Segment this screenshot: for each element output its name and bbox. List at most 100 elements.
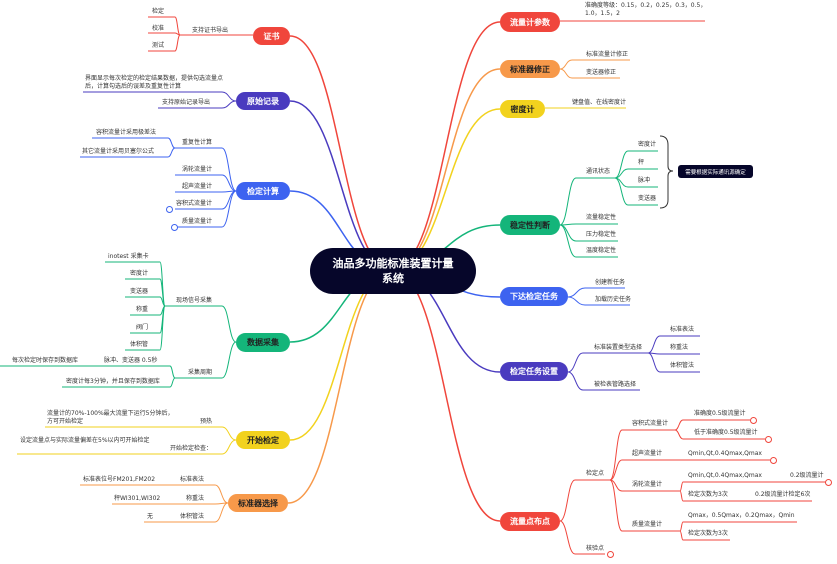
- bracket: [659, 135, 674, 209]
- start-check[interactable]: 开始检定检查：: [170, 445, 213, 452]
- task-device-item[interactable]: 标准表法: [670, 326, 695, 333]
- std-detail[interactable]: 无: [147, 513, 154, 520]
- flow-turbine-times[interactable]: 检定次数为3次: [688, 491, 728, 498]
- raw-records-export[interactable]: 支持原始记录导出: [162, 99, 211, 106]
- start-preheat[interactable]: 预热: [200, 418, 213, 425]
- stability-comm[interactable]: 通讯状态: [586, 168, 611, 175]
- dispatch-item[interactable]: 加载历史任务: [595, 296, 632, 303]
- note-marker-icon[interactable]: [770, 457, 777, 464]
- task-pipe[interactable]: 被检表管路选择: [594, 381, 637, 388]
- acq-period-fast[interactable]: 脉冲、变送器 0.5秒: [104, 357, 158, 364]
- task-device-item[interactable]: 称重法: [670, 344, 689, 351]
- std-method[interactable]: 标准表法: [180, 476, 205, 483]
- raw-records-desc[interactable]: 界面显示每次检定的检定结果数据，提供勾选流量点后，计算勾选后的误差及重复性计算: [85, 75, 224, 90]
- note-marker-icon[interactable]: [825, 479, 832, 486]
- flow-turbine[interactable]: 涡轮流量计: [632, 481, 663, 488]
- node-data-acquisition[interactable]: 数据采集: [236, 333, 290, 352]
- stability-comm-item[interactable]: 变送器: [638, 195, 657, 202]
- flow-vol-b[interactable]: 低于准确度0.5级流量计: [694, 429, 758, 436]
- flow-vol-a[interactable]: 准确度0.5级流量计: [694, 410, 746, 417]
- start-preheat-desc[interactable]: 流量计的70%-100%最大流量下运行5分钟后，方可开始检定: [47, 410, 174, 425]
- branch-connector: [169, 377, 176, 388]
- certificate-export[interactable]: 支持证书导出: [192, 27, 229, 34]
- node-raw-records[interactable]: 原始记录: [236, 92, 290, 110]
- node-stability[interactable]: 稳定性判断: [500, 215, 560, 235]
- flow-turbine-02[interactable]: 0.2级流量计: [790, 472, 824, 479]
- flow-volumetric[interactable]: 容积式流量计: [632, 420, 669, 427]
- node-std-select[interactable]: 标准器选择: [228, 494, 288, 512]
- flow-turbine-points[interactable]: Qmin,Qt,0.4Qmax,Qmax: [688, 472, 762, 479]
- note-marker-icon[interactable]: [171, 224, 178, 231]
- note-marker-icon[interactable]: [765, 436, 772, 443]
- acq-period-note[interactable]: 每次检定时保存到数据库: [12, 357, 79, 364]
- node-start[interactable]: 开始检定: [236, 431, 290, 449]
- node-flow-points[interactable]: 流量点布点: [500, 512, 560, 531]
- acq-period-slow[interactable]: 密度计每3分钟，并且保存到数据库: [66, 378, 160, 385]
- certificate-item[interactable]: 校准: [152, 25, 165, 32]
- acq-period[interactable]: 采集周期: [188, 369, 213, 376]
- flow-ultra-points[interactable]: Qmin,Qt,0.4Qmax,Qmax: [688, 450, 762, 457]
- stability-comm-item[interactable]: 秤: [638, 159, 645, 166]
- branch-connector: [289, 35, 393, 271]
- node-certificate[interactable]: 证书: [253, 27, 290, 45]
- std-detail[interactable]: 秤WI301,WI302: [114, 495, 161, 502]
- task-device-item[interactable]: 体积管法: [670, 362, 695, 369]
- comm-note-callout[interactable]: 需要根据实际通讯源确定: [678, 165, 753, 178]
- calc-meter[interactable]: 涡轮流量计: [182, 166, 213, 173]
- start-check-desc[interactable]: 设定流量点与实际流量偏差在5%以内可开始检定: [20, 437, 150, 444]
- acq-field-item[interactable]: 体积管: [130, 341, 149, 348]
- acq-field-item[interactable]: 变送器: [130, 288, 149, 295]
- acq-field-item[interactable]: 阀门: [136, 324, 149, 331]
- central-topic[interactable]: 油品多功能标准装置计量系统: [310, 248, 476, 294]
- stability-comm-item[interactable]: 密度计: [638, 141, 657, 148]
- params-accuracy[interactable]: 准确度等级：0.15，0.2，0.25，0.3，0.5，1.0，1.5，2: [585, 2, 707, 17]
- certificate-item[interactable]: 测试: [152, 42, 165, 49]
- calc-meter[interactable]: 容积式流量计: [176, 200, 213, 207]
- note-marker-icon[interactable]: [750, 417, 757, 424]
- node-density[interactable]: 密度计: [500, 100, 545, 118]
- acq-field-item[interactable]: 称重: [136, 306, 149, 313]
- node-std-corr[interactable]: 标准器修正: [500, 60, 560, 78]
- node-task-setup[interactable]: 检定任务设置: [500, 362, 568, 381]
- dispatch-item[interactable]: 创建新任务: [595, 279, 626, 286]
- node-calc[interactable]: 检定计算: [236, 182, 290, 200]
- note-marker-icon[interactable]: [607, 551, 614, 558]
- branch-connector: [647, 352, 661, 373]
- std-method[interactable]: 称重法: [186, 495, 205, 502]
- branch-connector: [559, 479, 576, 522]
- stability-item[interactable]: 压力稳定性: [586, 231, 617, 238]
- calc-meter[interactable]: 质量流量计: [182, 218, 213, 225]
- std-method[interactable]: 体积管法: [180, 513, 205, 520]
- calc-repeat-item[interactable]: 其它流量计采用贝塞尔公式: [82, 148, 155, 155]
- std-detail[interactable]: 标准表位号FM201,FM202: [83, 476, 156, 483]
- flow-mass-points[interactable]: Qmax，0.5Qmax，0.2Qmax，Qmin: [688, 512, 795, 519]
- branch-connector: [559, 68, 573, 79]
- node-std-select-label: 标准器选择: [238, 498, 278, 508]
- acq-field[interactable]: 现场信号采集: [176, 297, 213, 304]
- stability-comm-item[interactable]: 脉冲: [638, 177, 651, 184]
- flow-check[interactable]: 核验点: [586, 545, 605, 552]
- flow-mass[interactable]: 质量流量计: [632, 521, 663, 528]
- std-corr-item[interactable]: 标准流量计修正: [586, 51, 629, 58]
- calc-meter[interactable]: 超声流量计: [182, 183, 213, 190]
- density-item[interactable]: 键盘值、在线密度计: [572, 99, 627, 106]
- note-marker-icon[interactable]: [166, 206, 173, 213]
- acq-field-item[interactable]: inotest 采集卡: [108, 253, 149, 260]
- stability-item[interactable]: 温度稳定性: [586, 247, 617, 254]
- calc-repeat[interactable]: 重复性计算: [182, 139, 213, 146]
- node-params[interactable]: 流量计参数: [500, 12, 560, 32]
- branch-connector: [674, 429, 684, 440]
- flow-mass-times[interactable]: 检定次数为3次: [688, 530, 728, 537]
- flow-ultrasonic[interactable]: 超声流量计: [632, 450, 663, 457]
- branch-connector: [391, 21, 501, 271]
- node-dispatch[interactable]: 下达检定任务: [500, 287, 568, 306]
- branch-connector: [159, 305, 166, 351]
- flow-verify[interactable]: 检定点: [586, 470, 605, 477]
- flow-turbine-02-times[interactable]: 0.2级流量计检定6次: [755, 491, 811, 498]
- calc-repeat-item[interactable]: 容积流量计采用极差法: [96, 129, 157, 136]
- task-device-type[interactable]: 标准装置类型选择: [594, 344, 643, 351]
- certificate-item[interactable]: 检定: [152, 8, 165, 15]
- std-corr-item[interactable]: 变送器修正: [586, 69, 617, 76]
- stability-item[interactable]: 流量稳定性: [586, 214, 617, 221]
- acq-field-item[interactable]: 密度计: [130, 270, 149, 277]
